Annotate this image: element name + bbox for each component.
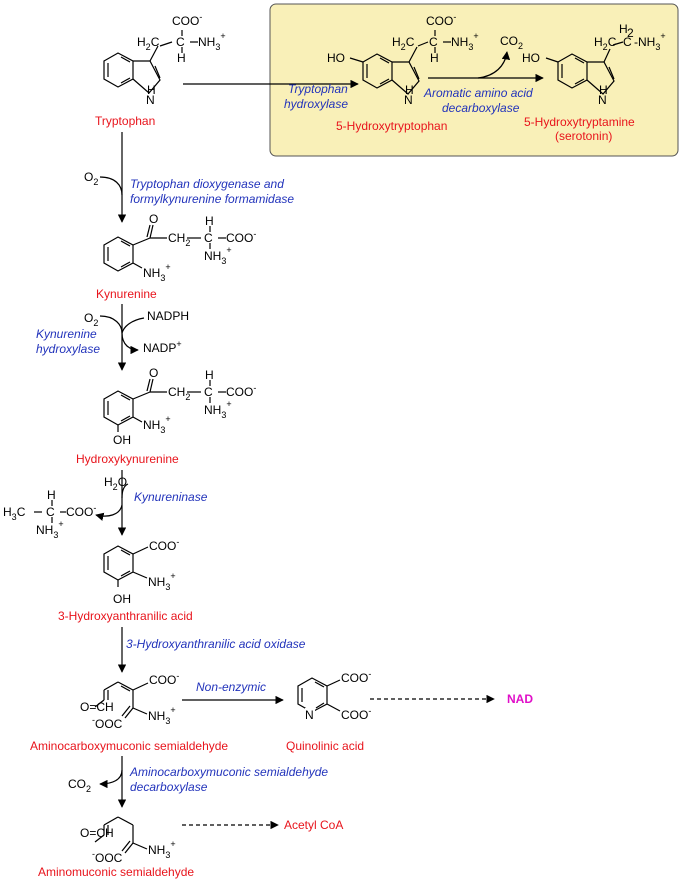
haao-label: 3-Hydroxyanthranilic acid oxidase <box>126 637 306 651</box>
tryptophan-hydroxylase-label-1: Tryptophan <box>288 82 348 96</box>
serotonin-structure <box>545 41 624 95</box>
svg-text:NH3+: NH3+ <box>143 414 171 435</box>
o2-a: O2 <box>84 170 98 187</box>
hydroxykynurenine-label: Hydroxykynurenine <box>76 452 179 466</box>
svg-text:H2C: H2C <box>594 35 617 52</box>
svg-text:COO-: COO- <box>226 229 256 245</box>
svg-text:H: H <box>599 83 608 97</box>
aminomuconic-label: Aminomuconic semialdehyde <box>38 865 194 879</box>
non-enzymic-label: Non-enzymic <box>196 680 266 694</box>
svg-text:COO-: COO- <box>172 12 202 28</box>
svg-text:O: O <box>149 366 158 380</box>
aminomuconic-structure <box>94 816 148 854</box>
svg-text:N: N <box>146 93 155 107</box>
acetyl-coa-label: Acetyl CoA <box>284 818 343 832</box>
svg-text:NH3+: NH3+ <box>36 519 64 540</box>
svg-text:H: H <box>430 51 439 65</box>
kynurenine-hydroxylase-label-2: hydroxylase <box>36 342 100 356</box>
aadc-label-1: Aromatic amino acid <box>423 86 533 100</box>
svg-text:H2C: H2C <box>137 35 160 52</box>
kynurenine-hydroxylase-label-1: Kynurenine <box>36 327 97 341</box>
svg-text:-OOC: -OOC <box>92 849 123 865</box>
svg-text:N: N <box>598 93 607 107</box>
svg-text:COO-: COO- <box>226 383 256 399</box>
svg-text:-OOC: -OOC <box>92 715 123 731</box>
svg-text:N: N <box>404 93 413 107</box>
serotonin-pathway-box <box>269 3 679 157</box>
acmsd-label-2: decarboxylase <box>130 780 208 794</box>
tdo-label-1: Tryptophan dioxygenase and <box>130 177 284 191</box>
acmsd-label-1: Aminocarboxymuconic semialdehyde <box>129 765 328 779</box>
alanine-structure <box>34 500 66 523</box>
svg-text:OH: OH <box>113 433 131 447</box>
svg-text:COO-: COO- <box>341 669 371 685</box>
nad-label: NAD <box>507 692 533 706</box>
svg-text:H3C: H3C <box>3 505 26 522</box>
svg-text:CH2: CH2 <box>168 385 190 402</box>
nadph: NADPH <box>147 309 189 323</box>
svg-text:H: H <box>405 83 414 97</box>
svg-text:NH3+: NH3+ <box>148 705 176 726</box>
svg-text:C: C <box>429 35 438 49</box>
svg-text:NH3+: NH3+ <box>148 839 176 860</box>
svg-text:HO: HO <box>327 51 345 65</box>
hydroxytryptophan-structure <box>349 30 451 95</box>
svg-text:H: H <box>177 51 186 65</box>
co2-top: CO2 <box>500 34 523 51</box>
svg-text:C: C <box>204 231 213 245</box>
svg-text:OH: OH <box>113 592 131 606</box>
tryptophan-label: Tryptophan <box>95 114 155 128</box>
svg-text:NH3+: NH3+ <box>204 245 232 266</box>
aminocarboxymuconic-structure <box>94 681 149 719</box>
hydroxyanthranilic-structure <box>103 545 149 587</box>
svg-text:HO: HO <box>522 51 540 65</box>
svg-text:NH3+: NH3+ <box>148 571 176 592</box>
svg-text:COO-: COO- <box>66 503 96 519</box>
kynurenine-label: Kynurenine <box>96 287 157 301</box>
svg-text:C: C <box>176 35 185 49</box>
serotonin-label-1: 5-Hydroxytryptamine <box>524 115 635 129</box>
svg-text:COO-: COO- <box>149 537 179 553</box>
quinolinic-structure <box>297 677 341 713</box>
hydroxyanthranilic-label: 3-Hydroxyanthranilic acid <box>58 609 193 623</box>
svg-text:H: H <box>147 83 156 97</box>
svg-text:H: H <box>47 488 56 502</box>
svg-text:O=CH: O=CH <box>80 826 114 840</box>
svg-text:H: H <box>205 214 214 228</box>
svg-text:H: H <box>205 368 214 382</box>
h2o: H2O <box>104 475 127 492</box>
svg-text:COO-: COO- <box>149 671 179 687</box>
svg-text:NH3+: NH3+ <box>143 262 171 283</box>
kynurenine-structure <box>103 224 226 272</box>
hydroxykynurenine-structure <box>103 378 226 432</box>
svg-text:NH3+: NH3+ <box>204 399 232 420</box>
svg-text:H: H <box>619 22 628 36</box>
o2-b: O2 <box>84 311 98 328</box>
svg-text:C: C <box>46 505 55 519</box>
serotonin-label-2: (serotonin) <box>555 129 612 143</box>
aadc-label-2: decarboxylase <box>442 101 520 115</box>
tdo-label-2: formylkynurenine formamidase <box>130 192 294 206</box>
svg-text:N: N <box>305 708 314 722</box>
svg-text:O: O <box>149 212 158 226</box>
svg-text:C: C <box>204 385 213 399</box>
quinolinic-label: Quinolinic acid <box>286 739 364 753</box>
svg-text:COO-: COO- <box>426 12 456 28</box>
aminocarboxymuconic-label: Aminocarboxymuconic semialdehyde <box>30 739 228 753</box>
svg-text:CH2: CH2 <box>168 231 190 248</box>
nadp: NADP+ <box>143 339 182 355</box>
svg-text:C: C <box>623 35 632 49</box>
tryptophan-hydroxylase-label-2: hydroxylase <box>284 97 348 111</box>
svg-text:NH3+: NH3+ <box>198 31 226 52</box>
svg-text:H2C: H2C <box>392 35 415 52</box>
svg-text:COO-: COO- <box>341 706 371 722</box>
svg-text:O=CH: O=CH <box>80 700 114 714</box>
co2-bottom: CO2 <box>68 777 91 794</box>
kynureninase-label: Kynureninase <box>134 490 208 504</box>
tryptophan-structure <box>103 30 198 94</box>
svg-text:2: 2 <box>627 26 634 40</box>
hydroxytryptophan-label: 5-Hydroxytryptophan <box>336 119 447 133</box>
